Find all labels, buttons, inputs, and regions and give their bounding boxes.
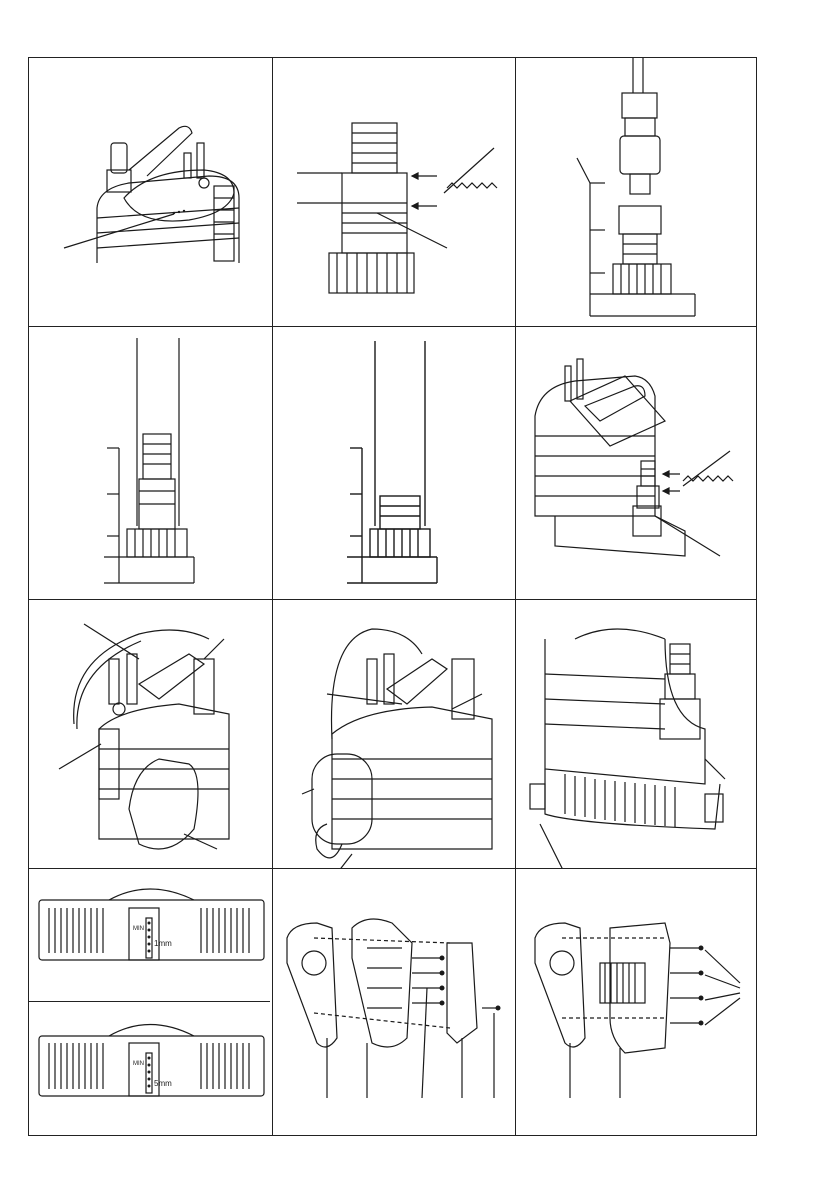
filter-size-label: 1mm xyxy=(154,939,172,948)
filter-base-icon xyxy=(515,599,758,868)
screw-icon xyxy=(515,868,758,1137)
panel-tube-stand-a xyxy=(29,326,272,599)
panel-float-switch-a xyxy=(29,599,272,868)
pump-body-icon xyxy=(29,58,272,326)
tube-stand-icon xyxy=(29,326,272,599)
panel-filter-5mm: MIN 5mm xyxy=(29,1001,272,1137)
panel-filter-base xyxy=(515,599,758,868)
tube-stand-icon xyxy=(515,58,758,326)
float-switch-icon xyxy=(29,599,272,868)
panel-quick-connector xyxy=(515,58,758,326)
panel-adapter-cut xyxy=(272,58,515,326)
filter-base-icon: MIN 1mm xyxy=(29,868,272,1001)
impeller-housing-icon xyxy=(272,868,515,1137)
filter-size-label: 5mm xyxy=(154,1079,172,1088)
panel-tube-stand-b xyxy=(272,326,515,599)
panel-exploded-housing-a xyxy=(272,868,515,1137)
illustration-grid: MIN 1mm xyxy=(28,57,757,1136)
panel-float-switch-b xyxy=(272,599,515,868)
float-switch-icon xyxy=(272,599,515,868)
hose-adapter-icon xyxy=(272,58,515,326)
filter-min-label: MIN xyxy=(133,1061,144,1067)
panel-filter-1mm: MIN 1mm xyxy=(29,868,272,1001)
panel-exploded-housing-b xyxy=(515,868,758,1137)
panel-pump-adapter-cut xyxy=(515,326,758,599)
saw-cut-icon xyxy=(515,326,758,599)
tube-stand-icon xyxy=(272,326,515,599)
filter-base-icon: MIN 5mm xyxy=(29,1001,272,1137)
panel-pump-overview xyxy=(29,58,272,326)
filter-min-label: MIN xyxy=(133,926,144,932)
